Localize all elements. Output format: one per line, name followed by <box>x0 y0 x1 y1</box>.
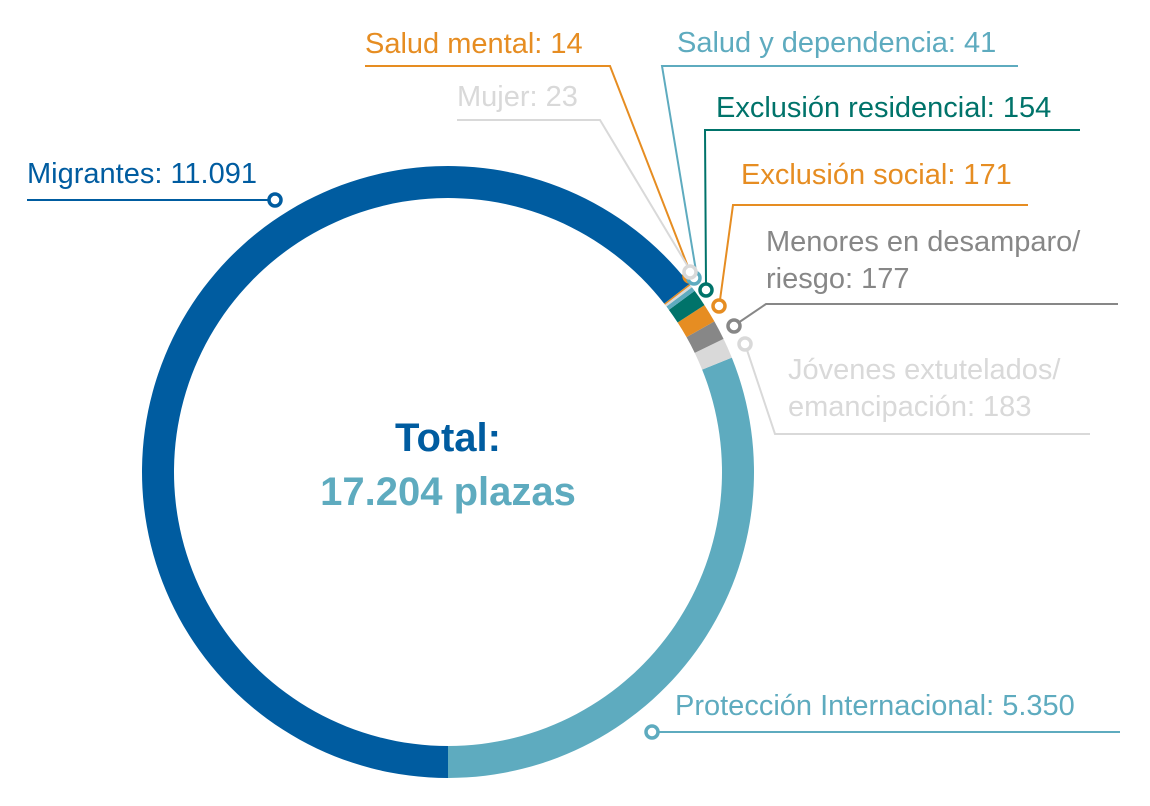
label-migrantes: Migrantes: 11.091 <box>27 158 257 190</box>
center-value: 17.204 plazas <box>320 470 576 514</box>
marker-mujer <box>682 264 698 280</box>
label-salud-dependencia: Salud y dependencia: 41 <box>677 27 997 59</box>
slice-salud-mental <box>664 283 691 305</box>
label-jovenes-line1: Jóvenes extutelados/ <box>788 354 1061 386</box>
leader-salud-mental <box>365 65 691 273</box>
label-exclusion-social: Exclusión social: 171 <box>741 159 1012 191</box>
marker-exclusion-residencial <box>698 282 714 298</box>
marker-exclusion-social <box>711 298 727 314</box>
marker-migrantes <box>267 192 283 208</box>
slice-exclusi-n-social <box>677 305 715 338</box>
label-salud-mental: Salud mental: 14 <box>365 28 583 60</box>
label-menores-line1: Menores en desamparo/ <box>766 226 1081 258</box>
leader-jovenes <box>746 349 1090 435</box>
leader-exclusion-social <box>719 204 1028 301</box>
leader-menores <box>737 303 1118 324</box>
marker-proteccion <box>644 724 660 740</box>
label-mujer: Mujer: 23 <box>457 81 578 113</box>
slice-mujer <box>665 285 692 307</box>
leader-mujer <box>457 119 691 271</box>
leader-exclusion-residencial <box>703 129 1080 286</box>
slice-menores-en-desamparo-riesgo <box>686 321 724 353</box>
slice-salud-y-dependencia <box>666 287 695 310</box>
slice-exclusi-n-residencial <box>668 290 705 323</box>
center-title: Total: <box>395 416 501 460</box>
slice-j-venes-extutelados-emancipaci-n <box>694 338 732 370</box>
label-menores-line2: riesgo: 177 <box>766 263 910 295</box>
label-proteccion: Protección Internacional: 5.350 <box>675 690 1075 722</box>
marker-jovenes <box>737 336 753 352</box>
leader-salud-dependencia <box>660 65 1018 278</box>
slice-protecci-n-internacional <box>448 357 755 778</box>
label-jovenes-line2: emancipación: 183 <box>788 391 1032 423</box>
marker-menores <box>726 318 742 334</box>
label-exclusion-residencial: Exclusión residencial: 154 <box>716 92 1052 124</box>
